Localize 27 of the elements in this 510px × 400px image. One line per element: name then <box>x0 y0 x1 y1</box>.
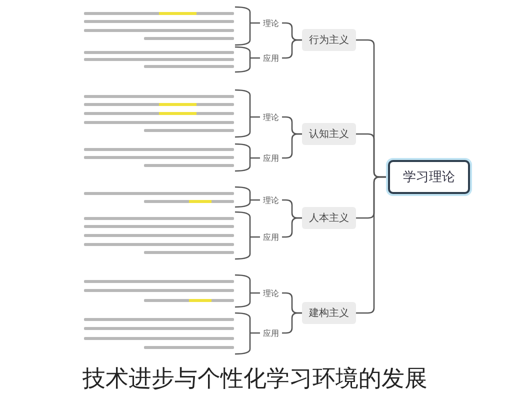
caption: 技术进步与个性化学习环境的发展 <box>82 366 428 392</box>
brace-connector <box>282 133 302 159</box>
brace-connector <box>234 6 261 46</box>
branch-label: 应用 <box>260 326 282 340</box>
branch-label: 理论 <box>260 286 282 300</box>
branch-label: 理论 <box>260 110 282 124</box>
branch-box: 行为主义 <box>302 29 356 51</box>
brace-connector <box>282 39 302 59</box>
branch-label: 理论 <box>260 193 282 207</box>
branch-label: 理论 <box>260 16 282 30</box>
branch-box: 认知主义 <box>302 123 356 145</box>
brace-connector <box>356 176 388 314</box>
branch-box: 建构主义 <box>302 302 356 324</box>
brace-connector <box>234 186 261 208</box>
brace-connector <box>234 89 261 138</box>
branch-box: 人本主义 <box>302 207 356 229</box>
brace-connector <box>282 312 302 334</box>
brace-connector <box>234 46 261 73</box>
brace-connector <box>234 274 261 308</box>
brace-connector <box>234 211 261 260</box>
branch-label: 应用 <box>260 51 282 65</box>
branch-label: 应用 <box>260 230 282 244</box>
topic-box: 学习理论 <box>388 160 470 194</box>
brace-connector <box>282 217 302 238</box>
brace-connector <box>234 143 261 172</box>
brace-connector <box>234 312 261 355</box>
branch-label: 应用 <box>260 151 282 165</box>
